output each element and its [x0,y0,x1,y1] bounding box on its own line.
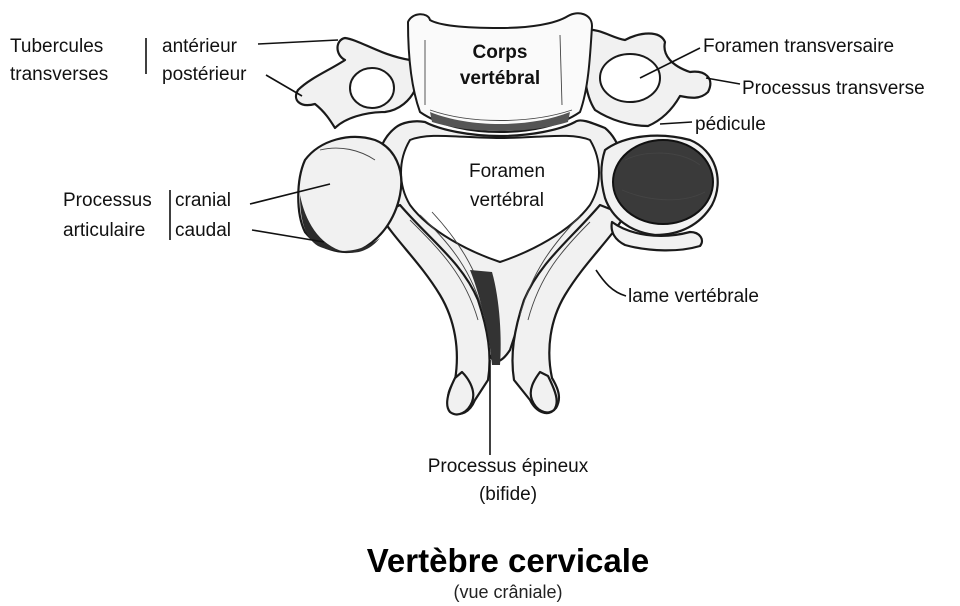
label-anterieur: antérieur [162,36,238,57]
right-foramen-transversaire [600,54,660,102]
label-tubercules-transverses-line2: transverses [10,64,108,85]
label-processus-epineux-line1: Processus épineux [428,456,589,477]
label-corps-vertebral-line2: vertébral [460,68,540,89]
label-foramen-transversaire: Foramen transversaire [703,36,894,57]
left-foramen-transversaire [350,68,394,108]
label-caudal: caudal [175,220,231,241]
label-processus-articulaire-line2: articulaire [63,220,145,241]
label-foramen-vertebral-line1: Foramen [469,161,545,182]
label-processus-articulaire-line1: Processus [63,190,152,211]
label-foramen-vertebral-line2: vertébral [470,190,544,211]
diagram-title: Vertèbre cervicale [367,542,650,579]
right-articular-facet [613,140,713,224]
label-tubercules-transverses-line1: Tubercules [10,36,103,57]
label-corps-vertebral-line1: Corps [473,42,528,63]
diagram-subtitle: (vue crâniale) [453,582,562,602]
label-processus-epineux-line2: (bifide) [479,484,537,505]
label-cranial: cranial [175,190,231,211]
label-posterieur: postérieur [162,64,247,85]
label-pedicule: pédicule [695,114,766,135]
label-lame-vertebrale: lame vertébrale [628,286,759,307]
label-processus-transverse: Processus transverse [742,78,925,99]
